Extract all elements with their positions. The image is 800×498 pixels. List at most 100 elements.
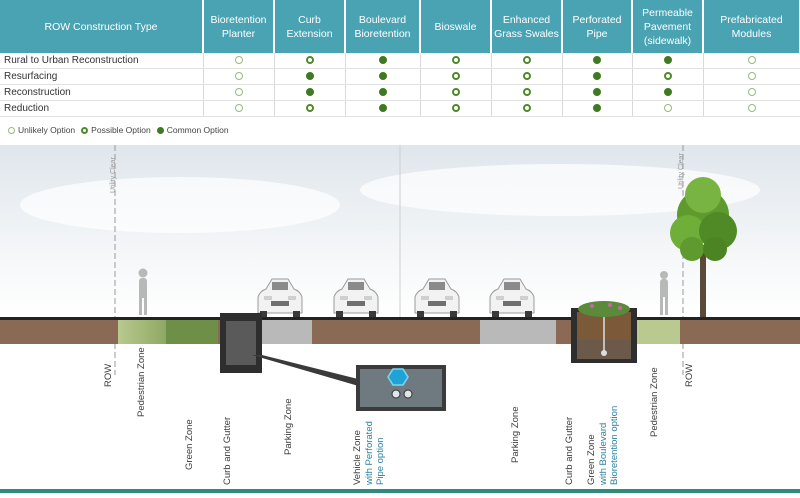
pedestrian-zone-left-label: Pedestrian Zone [136,347,147,417]
unlikely-option-icon [234,88,243,97]
common-option-icon [378,56,387,65]
pedestrian-zone-left-surface [118,320,166,344]
matrix-cell [632,68,704,85]
parked-cars [257,278,535,317]
matrix-cell [420,68,492,85]
common-option-icon [593,88,601,97]
row-construction-type-header: ROW Construction Type [0,0,204,53]
possible-option-icon [522,104,531,113]
matrix-cell [274,100,346,117]
row-label: Resurfacing [0,68,204,85]
perforated-pipe-icon [387,368,409,386]
matrix-cell [562,100,633,117]
cloud [360,164,760,216]
cloud [20,177,340,233]
pipe-icon [403,389,413,399]
car-icon [414,278,460,317]
matrix-cell [345,68,421,85]
cross-section-drawing [0,145,800,493]
matrix-cell [562,53,633,69]
matrix-cell [491,68,563,85]
unlikely-option-icon [747,88,756,97]
possible-option-icon [663,72,672,81]
table-row: Reduction [0,100,800,117]
legend-common: Common Option [156,125,229,135]
parking-zone-left-label: Parking Zone [283,398,294,455]
common-option-icon [378,72,387,81]
unlikely-option-icon [234,104,243,113]
pipe-icon [391,389,401,399]
matrix-cell [703,68,800,85]
unlikely-option-icon [747,72,756,81]
table-row: Reconstruction [0,84,800,101]
parking-zone-right-surface [480,320,556,344]
matrix-cell [345,84,421,101]
common-option-icon [663,88,672,97]
matrix-cell [562,68,633,85]
possible-option-icon [305,56,314,65]
parking-zone-right-label: Parking Zone [510,406,521,463]
possible-option-icon [305,104,314,113]
matrix-cell [632,84,704,101]
matrix-cell [345,53,421,69]
curb-and-gutter-right-label: Curb and Gutter [564,416,575,485]
row-label-right: ROW [684,363,695,387]
boulevard-bioretention-option-label: with Boulevard Bioretention option [598,405,620,485]
legend-unlikely-label: Unlikely Option [18,125,76,135]
legend: Unlikely Option Possible Option Common O… [8,125,229,135]
common-option-icon [593,72,601,81]
possible-option-icon [451,88,460,97]
possible-option-icon [522,72,531,81]
common-option-icon [663,56,672,65]
possible-option-icon [522,56,531,65]
green-zone-right-label: Green Zone [586,434,597,485]
matrix-cell [491,100,563,117]
matrix-cell [703,100,800,117]
table-row: Resurfacing [0,68,800,85]
car-icon [489,278,535,317]
matrix-cell [274,68,346,85]
matrix-cell [703,84,800,101]
matrix-cell [491,84,563,101]
matrix-cell [420,53,492,69]
possible-option-icon [451,72,460,81]
unlikely-option-icon [234,56,243,65]
common-option-icon [305,72,314,81]
pedestrian-icon [660,271,668,315]
utility-clear-label-right: Utility Clear [678,153,685,189]
row-label: Rural to Urban Reconstruction [0,53,204,69]
unlikely-option-icon [8,126,15,134]
matrix-cell [203,53,275,69]
unlikely-option-icon [747,104,756,113]
bioretention-plants [578,301,630,317]
unlikely-option-icon [663,104,672,113]
matrix-cell [562,84,633,101]
row-label: Reconstruction [0,84,204,101]
unlikely-option-icon [234,72,243,81]
curb-and-gutter-left-label: Curb and Gutter [222,416,233,485]
row-label-left: ROW [103,363,114,387]
perforated-pipe-option-label: with Perforated Pipe option [364,421,386,485]
legend-possible: Possible Option [81,125,151,135]
common-option-icon [593,104,601,113]
footer-bar [0,489,800,493]
legend-possible-label: Possible Option [91,125,151,135]
matrix-cell [345,100,421,117]
matrix-cell [274,84,346,101]
row-label: Reduction [0,100,204,117]
possible-option-icon [451,56,460,65]
common-option-icon [593,56,601,65]
catch-basin [226,321,256,365]
utility-clear-label-left: Utility Clear [110,157,117,193]
